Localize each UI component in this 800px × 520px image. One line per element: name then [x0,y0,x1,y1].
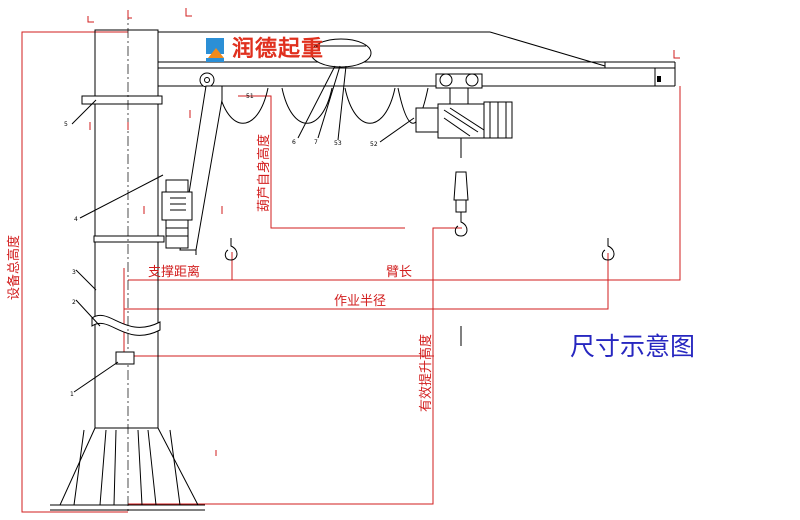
part-label-2: 2 [72,299,76,306]
support-distance-label: 支撑距离 [148,264,200,280]
total-height-label: 设备总高度 [6,235,22,300]
sheet-markers [87,8,680,456]
brand-logo [206,38,224,62]
part-label-52: 52 [370,141,378,148]
diagram-title: 尺寸示意图 [570,332,695,361]
part-label-1: 1 [70,391,74,398]
working-radius-label: 作业半径 [334,294,386,309]
hoist-height-label: 葫芦自身高度 [256,134,272,212]
part-label-4: 4 [74,216,78,223]
part-label-53: 53 [334,140,342,147]
part-leaders [71,99,415,393]
part-label-7: 7 [314,139,318,146]
jib-arm [158,31,676,141]
support-brace [161,85,223,255]
lifting-height-label: 有效提升高度 [418,334,434,412]
arm-length-label: 臂长 [386,265,412,280]
column-pillar [50,10,205,512]
part-label-3: 3 [72,269,76,276]
part-label-51: 51 [246,93,254,100]
brand-name: 润德起重 [232,36,324,62]
part-label-6: 6 [292,139,296,146]
dimension-lines [21,31,681,513]
electric-hoist [415,73,513,237]
part-label-5: 5 [64,121,68,128]
hook-symbols [224,238,615,346]
